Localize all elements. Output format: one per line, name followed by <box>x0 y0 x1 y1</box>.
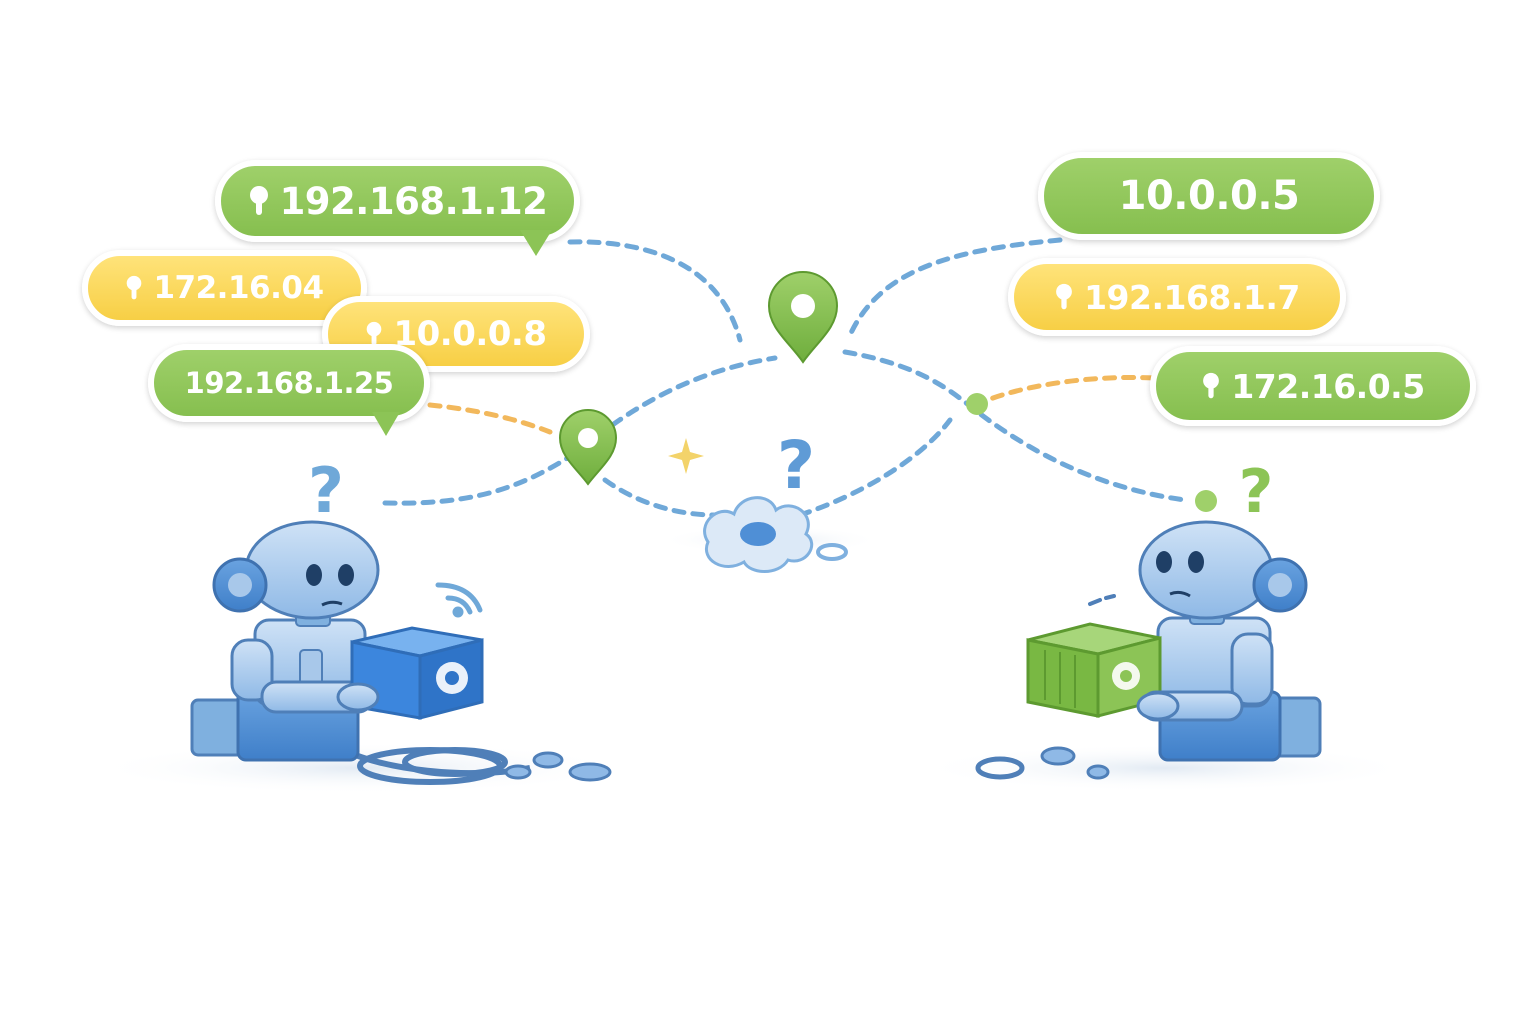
disc <box>975 756 1025 780</box>
ip-address-label: 10.0.0.5 <box>1118 173 1300 219</box>
signal-dashes <box>1088 594 1116 606</box>
ip-bubble: 10.0.0.5 <box>1038 152 1380 240</box>
location-pin-icon <box>1203 372 1220 399</box>
ip-address-label: 10.0.0.8 <box>393 314 547 354</box>
robot-right <box>975 520 1322 780</box>
cloud-gear-icon <box>703 496 848 573</box>
package-box-icon <box>1026 622 1162 718</box>
wifi-signal-icon <box>435 582 483 618</box>
question-mark-icon: ? <box>777 427 815 504</box>
location-pin-icon <box>249 186 268 215</box>
bubble-tail <box>372 412 400 436</box>
path-node <box>966 393 988 415</box>
path-center-lower <box>602 477 718 518</box>
disc <box>568 762 612 782</box>
path-right-mid <box>842 349 1188 503</box>
path-right-top <box>847 237 1063 338</box>
network-paths <box>382 237 1188 518</box>
ip-address-label: 192.168.1.12 <box>279 179 548 223</box>
ip-bubble: 172.16.0.5 <box>1150 346 1476 426</box>
question-mark-icon: ? <box>1239 457 1274 527</box>
path-left-orange <box>427 402 553 435</box>
question-mark-icon: ? <box>308 454 344 527</box>
path-node <box>1195 490 1217 512</box>
location-pin-icon <box>767 271 839 364</box>
location-pin-icon <box>127 275 142 300</box>
location-pin-icon <box>558 409 618 486</box>
ip-bubble: 192.168.1.7 <box>1008 258 1346 336</box>
ip-bubble: 172.16.04 <box>82 250 367 326</box>
disc <box>532 751 564 769</box>
location-pin-icon <box>1056 283 1072 310</box>
path-center-right-lower <box>797 417 953 518</box>
robot-left <box>190 520 612 785</box>
ip-address-label: 172.16.04 <box>153 270 324 306</box>
disc <box>1040 746 1076 766</box>
disc <box>504 764 532 780</box>
sparkle-icon <box>668 438 704 474</box>
ip-address-label: 192.168.1.7 <box>1084 277 1300 317</box>
ip-bubble: 192.168.1.25 <box>148 344 430 422</box>
path-left-top <box>567 239 743 343</box>
disc <box>1086 764 1110 780</box>
location-pin-icon <box>367 321 382 346</box>
ip-address-label: 172.16.0.5 <box>1231 366 1425 406</box>
path-right-orange <box>972 375 1158 408</box>
bubble-tail <box>520 230 552 256</box>
ip-bubble: 10.0.0.8 <box>322 296 590 372</box>
ip-bubble: 192.168.1.12 <box>215 160 580 242</box>
ip-address-label: 192.168.1.25 <box>184 366 394 400</box>
